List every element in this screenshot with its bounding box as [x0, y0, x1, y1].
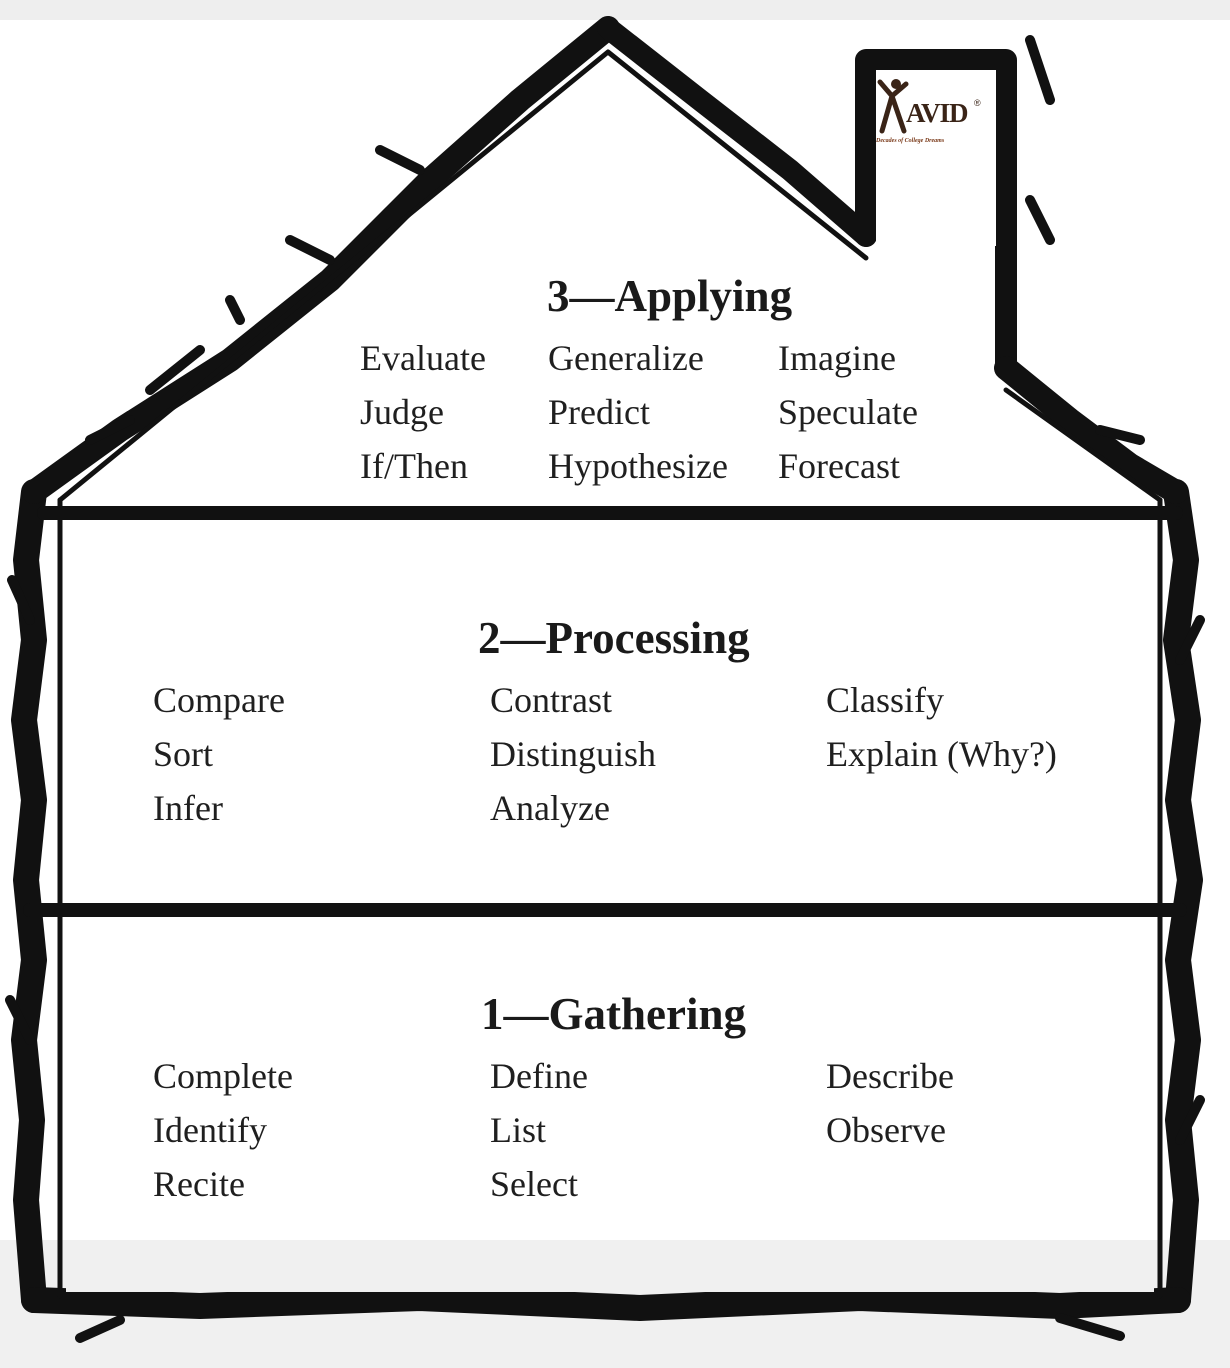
- level-3-heading: 3—Applying: [547, 271, 793, 321]
- level-2-word: Explain (Why?): [826, 734, 1057, 774]
- level-1-word: Define: [490, 1056, 588, 1096]
- level-3-word: Evaluate: [360, 338, 486, 378]
- level-2-word: Infer: [153, 788, 223, 828]
- level-1-heading: 1—Gathering: [481, 989, 746, 1039]
- level-1-word: Select: [490, 1164, 578, 1204]
- level-2-word: Distinguish: [490, 734, 657, 774]
- logo-tagline: Decades of College Dreams: [876, 138, 945, 144]
- level-1-word: Identify: [153, 1110, 267, 1150]
- level-3-word: Generalize: [548, 338, 704, 378]
- level-3-word: If/Then: [360, 446, 468, 486]
- level-1-word: Describe: [826, 1056, 954, 1096]
- level-2-heading: 2—Processing: [478, 613, 750, 663]
- level-3-word: Hypothesize: [548, 446, 728, 486]
- house-wall-right: [1163, 479, 1203, 1313]
- level-2-word: Classify: [826, 680, 945, 720]
- inner-roof: [57, 49, 1163, 503]
- level-1-word: List: [490, 1110, 547, 1150]
- level-2-word: Sort: [153, 734, 214, 774]
- level-3-word: Speculate: [778, 392, 918, 432]
- roof-right: [597, 17, 877, 247]
- avid-logo: AVID ® Decades of College Dreams: [872, 74, 984, 150]
- person-jumping-icon: [877, 79, 909, 134]
- level-3-word: Predict: [548, 392, 650, 432]
- house-floor: [21, 1285, 1191, 1321]
- logo-wordmark: AVID: [906, 98, 969, 128]
- chimney: [855, 49, 1017, 379]
- inner-walls: [57, 497, 1163, 1299]
- level-3-word: Judge: [360, 392, 444, 432]
- level-2-word: Analyze: [490, 788, 610, 828]
- level-2-word: Compare: [153, 680, 285, 720]
- top-band: [0, 0, 1230, 20]
- level-1-word: Observe: [826, 1110, 946, 1150]
- level-1-word: Complete: [153, 1056, 293, 1096]
- level-3-word: Imagine: [778, 338, 896, 378]
- level-3-word: Forecast: [778, 446, 900, 486]
- roof-right-lower: [994, 356, 1188, 504]
- level-2-word: Contrast: [490, 680, 612, 720]
- logo-registered: ®: [974, 98, 981, 108]
- level-1-word: Recite: [153, 1164, 245, 1204]
